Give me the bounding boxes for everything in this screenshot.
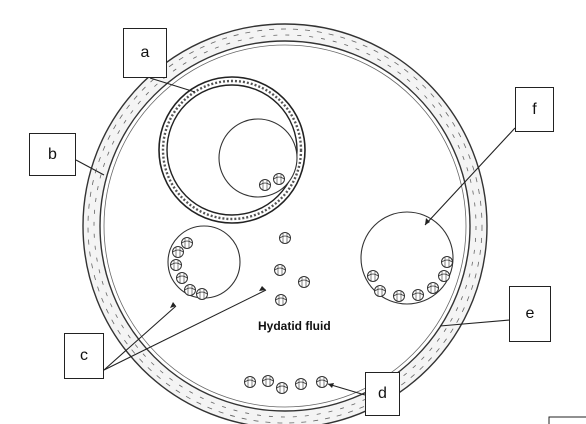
label-b: b xyxy=(29,133,76,176)
label-a: a xyxy=(123,28,167,78)
pointer-arrowheads xyxy=(170,218,430,388)
partial-label-box xyxy=(548,416,586,424)
pointer-lines xyxy=(75,77,516,396)
label-f: f xyxy=(515,87,554,132)
arrowhead-c2 xyxy=(259,286,266,291)
label-e: e xyxy=(509,286,551,342)
pointer-d xyxy=(327,383,366,396)
pointer-c2 xyxy=(103,289,267,371)
arrowhead-c1 xyxy=(170,302,176,308)
pointer-f xyxy=(424,127,516,226)
label-c: c xyxy=(64,333,104,379)
hydatid-fluid-label: Hydatid fluid xyxy=(258,319,331,333)
arrowhead-d xyxy=(328,383,334,388)
daughter-cyst xyxy=(158,76,306,224)
arrowhead-f xyxy=(425,218,430,225)
pointer-c1 xyxy=(103,305,177,371)
brood-capsule-left xyxy=(167,225,241,300)
pointer-a xyxy=(149,77,196,93)
label-d: d xyxy=(365,372,400,416)
pointer-b xyxy=(75,159,105,176)
brood-capsule-right xyxy=(360,211,454,305)
pointer-e xyxy=(439,319,511,327)
